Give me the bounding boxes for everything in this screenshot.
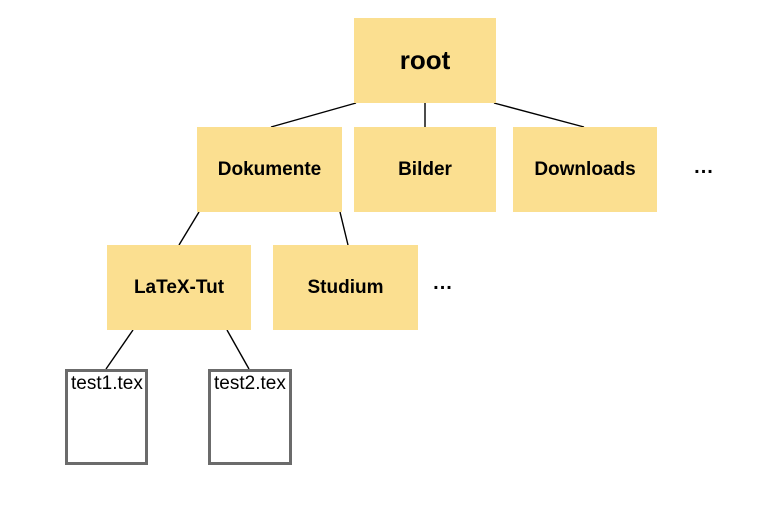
node-label-test1-tex: test1.tex xyxy=(71,373,143,394)
node-label-studium: Studium xyxy=(307,276,384,298)
node-label-latex-tut: LaTeX-Tut xyxy=(133,276,225,298)
node-label-root: root xyxy=(399,45,451,75)
tree-node-latex-tut: LaTeX-Tut xyxy=(107,245,251,330)
edge-dokumente-latextut xyxy=(178,211,200,246)
edge-latextut-test1 xyxy=(105,329,134,370)
ellipsis-label: ... xyxy=(694,155,714,178)
tree-node-root: root xyxy=(354,18,496,103)
tree-node-bilder: Bilder xyxy=(354,127,496,212)
edge-dokumente-studium xyxy=(339,211,349,246)
ellipsis-label: ... xyxy=(433,271,453,294)
tree-node-studium: Studium xyxy=(273,245,418,330)
node-label-bilder: Bilder xyxy=(398,158,452,180)
more-folders-ellipsis-level1: ... xyxy=(684,152,724,182)
tree-node-test1-tex: test1.tex xyxy=(65,369,148,465)
node-label-test2-tex: test2.tex xyxy=(214,373,286,394)
edge-root-downloads xyxy=(493,102,585,128)
node-label-dokumente: Dokumente xyxy=(217,158,322,180)
tree-node-dokumente: Dokumente xyxy=(197,127,342,212)
tree-node-downloads: Downloads xyxy=(513,127,657,212)
more-folders-ellipsis-level2: ... xyxy=(423,268,463,298)
edge-root-dokumente xyxy=(270,102,357,128)
edge-latextut-test2 xyxy=(226,329,250,370)
tree-node-test2-tex: test2.tex xyxy=(208,369,292,465)
node-label-downloads: Downloads xyxy=(534,158,636,180)
